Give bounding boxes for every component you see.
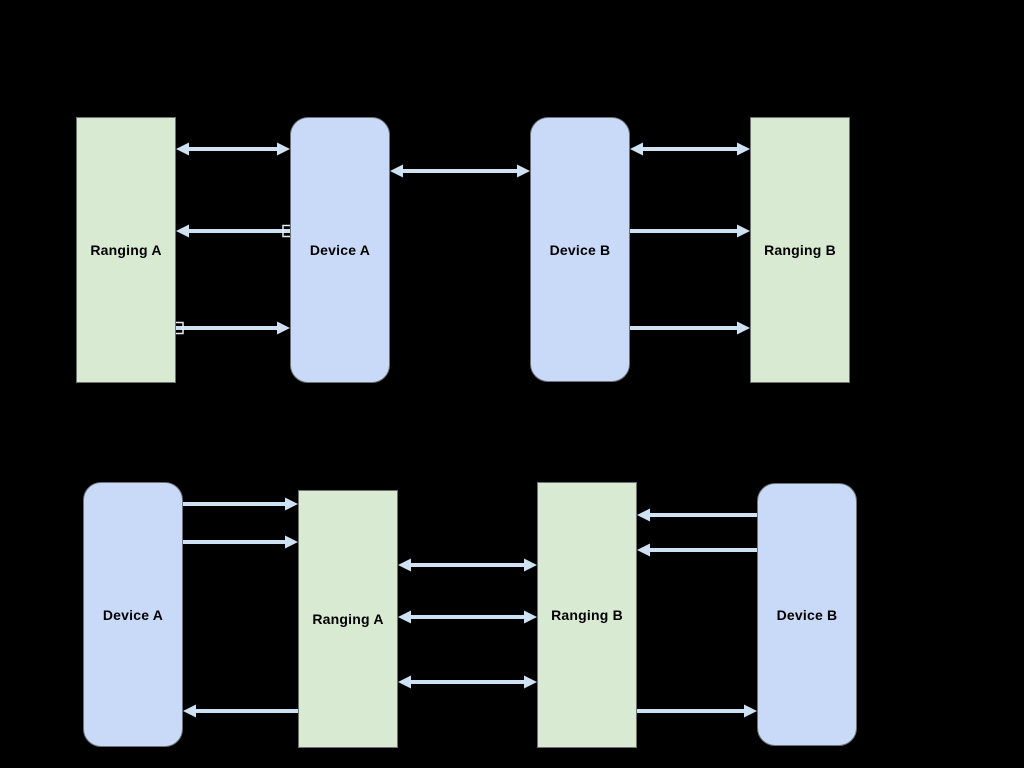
arrowhead-right-icon (277, 321, 290, 335)
arrowhead-right-icon (277, 142, 290, 156)
arrow-body (637, 709, 745, 713)
arrow-body (183, 502, 286, 506)
arrow-body (630, 326, 738, 330)
arrow-body (188, 229, 290, 233)
arrow-bottom-flow-2-right (183, 535, 298, 549)
arrow-body (188, 147, 278, 151)
arrow-top-flow-2-left (176, 224, 294, 238)
arrowhead-right-icon (737, 321, 750, 335)
node-device-a-top: Device A (290, 117, 390, 383)
arrowhead-right-icon (517, 164, 530, 178)
arrow-bottom-flow-8-left (637, 543, 757, 557)
node-device-a-bottom: Device A (83, 482, 183, 747)
arrow-bottom-flow-1-right (183, 497, 298, 511)
arrowhead-right-icon (285, 497, 298, 511)
node-ranging-b-bottom: Ranging B (537, 482, 637, 748)
arrowhead-left-icon (176, 142, 189, 156)
arrowhead-right-icon (737, 142, 750, 156)
arrowhead-right-icon (285, 535, 298, 549)
arrow-body (649, 548, 757, 552)
node-device-b-top: Device B (530, 117, 630, 382)
arrow-body (410, 615, 525, 619)
node-label-ranging-a-bottom: Ranging A (312, 611, 384, 627)
arrow-body (649, 513, 757, 517)
node-label-ranging-a-top: Ranging A (90, 242, 162, 258)
arrowhead-left-icon (398, 675, 411, 689)
arrowhead-left-icon (390, 164, 403, 178)
arrow-body (630, 229, 738, 233)
arrowhead-right-icon (744, 704, 757, 718)
arrow-body (195, 709, 298, 713)
arrow-bottom-flow-3-left (183, 704, 298, 718)
node-label-ranging-b-bottom: Ranging B (551, 607, 623, 623)
node-device-b-bottom: Device B (757, 483, 857, 746)
arrow-bottom-flow-5-both (398, 610, 537, 624)
arrow-top-flow-5-both (630, 142, 750, 156)
arrowhead-left-icon (637, 508, 650, 522)
arrow-top-flow-6-right (630, 224, 750, 238)
arrowhead-left-icon (398, 610, 411, 624)
arrow-top-flow-1-both (176, 142, 290, 156)
arrowhead-left-icon (183, 704, 196, 718)
arrowhead-left-icon (176, 224, 189, 238)
arrowhead-right-icon (737, 224, 750, 238)
arrow-bottom-flow-7-left (637, 508, 757, 522)
arrow-top-flow-7-right (630, 321, 750, 335)
arrow-bottom-flow-6-both (398, 675, 537, 689)
node-ranging-a-top: Ranging A (76, 117, 176, 383)
node-ranging-b-top: Ranging B (750, 117, 850, 383)
arrowhead-left-icon (398, 558, 411, 572)
node-ranging-a-bottom: Ranging A (298, 490, 398, 748)
arrow-top-flow-4-both (390, 164, 530, 178)
arrow-body (410, 563, 525, 567)
arrow-body (410, 680, 525, 684)
arrow-bottom-flow-4-both (398, 558, 537, 572)
arrow-body (642, 147, 738, 151)
arrowhead-right-icon (524, 558, 537, 572)
node-label-device-b-top: Device B (549, 241, 611, 258)
arrowhead-left-icon (630, 142, 643, 156)
arrow-body (183, 540, 286, 544)
node-label-device-a-top: Device A (309, 242, 371, 258)
node-label-ranging-b-top: Ranging B (764, 242, 836, 258)
arrow-top-flow-3-right (172, 321, 290, 335)
arrowhead-right-icon (524, 610, 537, 624)
arrow-body (402, 169, 518, 173)
arrow-body (176, 326, 278, 330)
arrowhead-left-icon (637, 543, 650, 557)
node-label-device-b-bottom: Device B (776, 606, 838, 623)
arrowhead-right-icon (524, 675, 537, 689)
arrow-bottom-flow-9-right (637, 704, 757, 718)
node-label-device-a-bottom: Device A (102, 606, 164, 623)
